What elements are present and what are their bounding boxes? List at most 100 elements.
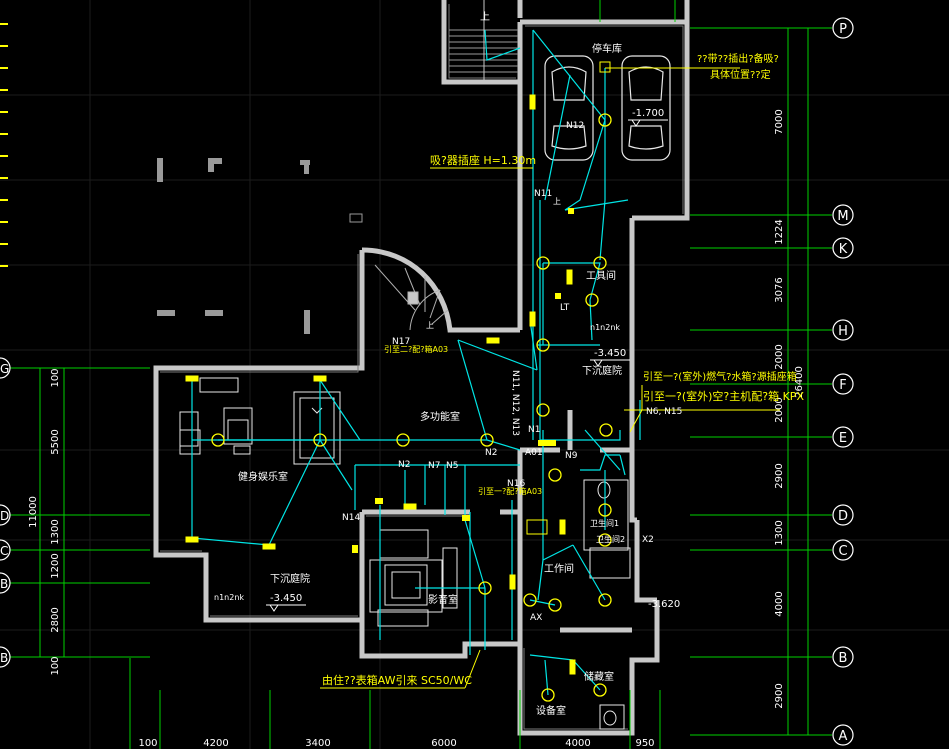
light-fixtures (211, 113, 613, 702)
room-label-audio: 影音室 (428, 593, 458, 606)
supply-note: 由住??表箱AW引来 SC50/WC (322, 673, 472, 687)
dim-left-100a: 100 (50, 368, 61, 387)
axis-label-b-left: B (0, 651, 8, 665)
right-axis-labels: P M K H F E D C B A (837, 22, 848, 744)
dim-left-1300: 1300 (50, 519, 61, 544)
board-ref-note-2: 引至一?配?箱A03 (478, 486, 542, 496)
circuit-a01: A01 (525, 448, 543, 458)
axis-label-h: H (838, 324, 848, 339)
board-ref-note: 引至二?配?箱A03 (384, 344, 448, 354)
up-label-spiral: 上 (426, 321, 434, 330)
axis-label-k: K (839, 242, 848, 257)
dim-1300: 1300 (774, 520, 785, 545)
room-label-multi: 多功能室 (420, 410, 460, 423)
left-axis-labels: G D C B B (0, 362, 9, 665)
circuit-n16: N16 (507, 479, 525, 489)
left-axis-bubbles (0, 357, 11, 668)
circuit-lt: LT (560, 303, 570, 313)
room-label-tool-room: 工具间 (586, 269, 616, 282)
dim-bottom-100: 100 (138, 738, 157, 749)
dim-total-right: 26400 (794, 366, 805, 398)
circuit-n5: N5 (446, 461, 458, 471)
dim-4000: 4000 (774, 591, 785, 616)
yellow-annotations: ??带??插出?备吸? 具体位置??定 吸?器插座 H=1.30m 引至一?(室… (322, 52, 804, 687)
circuit-n11: N11 (534, 189, 552, 199)
room-label-equipment: 设备室 (536, 704, 566, 717)
axis-label-p: P (839, 22, 847, 37)
garage-note-line1: ??带??插出?备吸? (697, 52, 779, 65)
dim-2900a: 2900 (774, 463, 785, 488)
axis-label-c-left: C (0, 544, 8, 558)
nk-label-right: n1n2nk (590, 323, 620, 332)
dim-1224: 1224 (774, 219, 785, 244)
walls (153, 0, 690, 736)
bottom-dimensions: 100 4200 3400 6000 4000 950 (138, 738, 654, 749)
circuit-n12: N12 (566, 121, 584, 131)
axis-label-e: E (839, 431, 847, 446)
dim-3076: 3076 (774, 277, 785, 302)
outdoor-note-3: N6, N15 (646, 407, 682, 417)
circuit-n9: N9 (565, 451, 578, 461)
room-label-garage: 停车库 (592, 42, 622, 55)
level-markers: -1.700 -3.450 -3.450 -3.620 (266, 108, 680, 612)
level-work: -3.620 (648, 599, 680, 610)
dim-bottom-4200: 4200 (203, 738, 228, 749)
level-sunken-right: -3.450 (594, 348, 626, 359)
outdoor-note-1: 引至一?(室外)燃气?水箱?源插座箱 (643, 370, 797, 383)
circuit-trunk: N11, N12, N13 (510, 370, 520, 436)
left-dimensions: 100 5500 1300 1200 2800 100 11000 (28, 368, 61, 675)
garage-note-line2: 具体位置??定 (710, 68, 771, 81)
dim-bottom-6000: 6000 (431, 738, 456, 749)
socket-height-note: 吸?器插座 H=1.30m (430, 153, 536, 167)
room-labels: 停车库 工具间 多功能室 健身娱乐室 下沉庭院 下沉庭院 影音室 工作间 储藏室… (238, 42, 625, 717)
right-dimensions: 7000 1224 3076 2000 2000 2900 1300 4000 … (774, 109, 805, 708)
outdoor-note-2: 引至一?(室外)空?主机配?箱 KPX (643, 389, 804, 403)
axis-label-b1-left: B (0, 577, 8, 591)
circuit-n2a: N2 (398, 460, 410, 470)
axis-label-d: D (838, 509, 848, 524)
axis-label-g: G (0, 362, 9, 376)
room-label-toilet2: 卫生间2 (596, 534, 625, 544)
spiral-stair (374, 264, 449, 331)
wall-lights (185, 94, 576, 675)
top-stairs (449, 0, 518, 80)
up-label-garage: 上 (553, 197, 561, 206)
circuit-n17: N17 (392, 337, 410, 347)
room-label-fitness: 健身娱乐室 (238, 470, 288, 483)
axis-label-f: F (839, 378, 846, 393)
level-garage: -1.700 (632, 108, 664, 119)
dim-7000: 7000 (774, 109, 785, 134)
room-label-work: 工作间 (544, 562, 574, 575)
circuit-n7: N7 (428, 461, 440, 471)
left-axes (10, 367, 661, 749)
axis-label-a: A (839, 729, 848, 744)
circuit-ax: AX (530, 613, 542, 623)
nk-label-left: n1n2nk (214, 593, 244, 602)
room-label-toilet1: 卫生间1 (590, 518, 619, 528)
room-label-sunken-right: 下沉庭院 (582, 364, 622, 377)
dim-left-100b: 100 (50, 656, 61, 675)
dim-bottom-4000: 4000 (565, 738, 590, 749)
upper-fragments (157, 158, 363, 334)
wiring-lines (191, 29, 641, 696)
switches (352, 61, 611, 553)
level-sunken-left: -3.450 (270, 593, 302, 604)
dim-2900b: 2900 (774, 683, 785, 708)
axis-label-d-left: D (0, 509, 9, 523)
axis-label-c: C (838, 544, 847, 559)
wall-inner-lines (160, 4, 684, 730)
right-axis-bubbles (832, 17, 854, 746)
room-label-sunken-left: 下沉庭院 (270, 572, 310, 585)
garage-car-left (544, 55, 594, 161)
right-axes (599, 0, 832, 736)
toilet-fixtures (583, 479, 631, 730)
dim-left-5500: 5500 (50, 429, 61, 454)
circuit-x2: X2 (642, 535, 654, 545)
dim-left-2800: 2800 (50, 607, 61, 632)
circuit-n2b: N2 (485, 448, 497, 458)
dim-left-1200: 1200 (50, 553, 61, 578)
circuit-n14: N14 (342, 513, 360, 523)
dim-left-total: 11000 (28, 496, 39, 528)
dim-bottom-3400: 3400 (305, 738, 330, 749)
dim-2000b: 2000 (774, 397, 785, 422)
